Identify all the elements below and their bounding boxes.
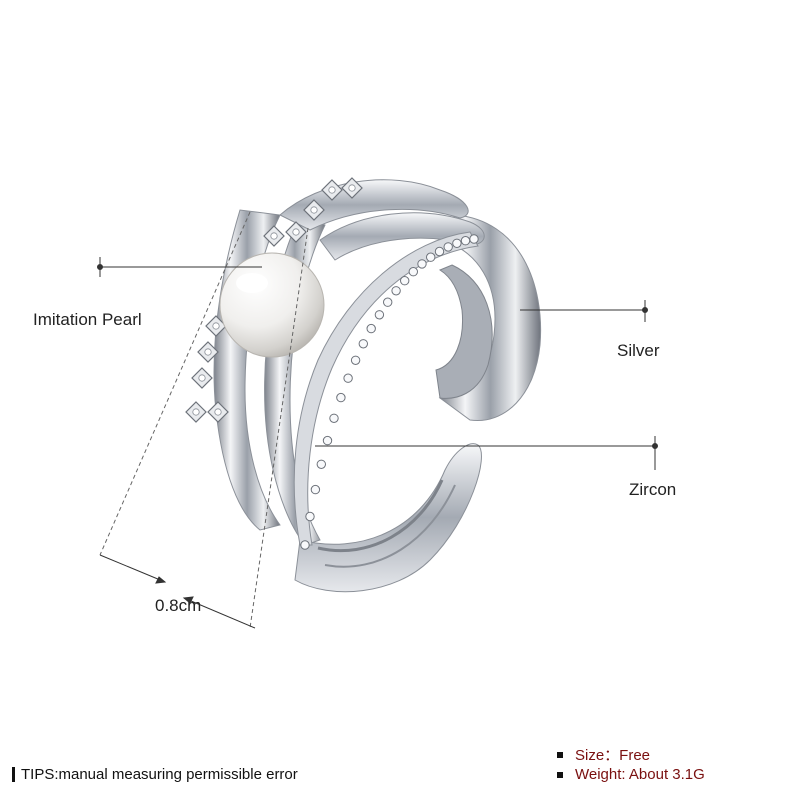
zircon-stone	[426, 252, 436, 262]
spec-weight: Weight: About 3.1G	[557, 766, 705, 783]
label-width: 0.8cm	[155, 596, 202, 615]
spec-size-text: Size：Free	[575, 747, 651, 764]
zircon-stone	[358, 339, 368, 349]
crown-stone	[348, 184, 356, 192]
zircon-stone	[336, 392, 346, 403]
tips-bar	[12, 767, 15, 782]
spec-weight-text: Weight: About 3.1G	[575, 766, 705, 783]
zircon-band	[293, 231, 479, 546]
crown-stone	[328, 186, 336, 194]
width-arrow-left	[99, 554, 166, 583]
ring-right-shank-inner	[435, 264, 493, 399]
crown-stone	[270, 232, 278, 240]
label-silver: Silver	[617, 341, 660, 360]
crown-stone	[292, 228, 300, 236]
label-imitation-pearl: Imitation Pearl	[33, 310, 142, 329]
zircon-stone	[469, 234, 479, 244]
zircon-stone	[434, 246, 445, 257]
ring-lower-shank	[294, 443, 482, 593]
ring-lower-shank-groove	[317, 479, 444, 553]
tips-note: TIPS:manual measuring permissible error	[12, 766, 298, 783]
crown-stone	[212, 322, 220, 330]
zircon-stone	[417, 259, 427, 269]
zircon-stone	[374, 310, 385, 320]
zircon-stone	[452, 238, 462, 249]
zircon-stone	[350, 355, 361, 365]
zircon-stone	[366, 323, 376, 334]
crown-stone	[204, 348, 212, 356]
bullet-icon	[557, 771, 563, 778]
zircon-stones	[300, 234, 479, 550]
bullet-icon	[557, 751, 563, 758]
crown-stone	[214, 408, 222, 416]
ring-right-shank	[438, 214, 542, 422]
spec-size: Size：Free	[557, 744, 650, 765]
zircon-stone	[343, 373, 353, 383]
zircon-stone	[400, 276, 410, 286]
zircon-stone	[391, 286, 401, 296]
label-zircon: Zircon	[629, 480, 677, 499]
zircon-stone	[443, 242, 453, 252]
pearl-highlight	[236, 273, 268, 293]
ring-top-arc-2	[319, 212, 485, 261]
imitation-pearl	[219, 252, 325, 358]
zircon-stone	[300, 540, 310, 550]
crown-stone	[198, 374, 206, 382]
width-arrowhead-left	[155, 576, 167, 584]
zircon-stone	[305, 511, 315, 522]
zircon-stone	[460, 236, 471, 246]
annotations	[97, 211, 658, 629]
crown-settings	[185, 177, 363, 423]
width-guide-left	[99, 211, 251, 556]
zircon-stone	[322, 435, 333, 446]
zircon-stone	[383, 297, 393, 307]
tips-text: TIPS:manual measuring permissible error	[21, 766, 298, 783]
crown-stone	[192, 408, 200, 416]
zircon-stone	[316, 459, 326, 469]
crown-stone	[310, 206, 318, 214]
zircon-stone	[329, 413, 339, 423]
ring	[185, 177, 542, 593]
width-guide-right	[249, 227, 309, 629]
ring-lower-shank-groove-2	[324, 484, 456, 568]
zircon-stone	[408, 267, 418, 277]
zircon-stone	[310, 484, 321, 495]
width-arrow-right	[183, 597, 256, 629]
width-arrowhead-right	[182, 596, 194, 604]
